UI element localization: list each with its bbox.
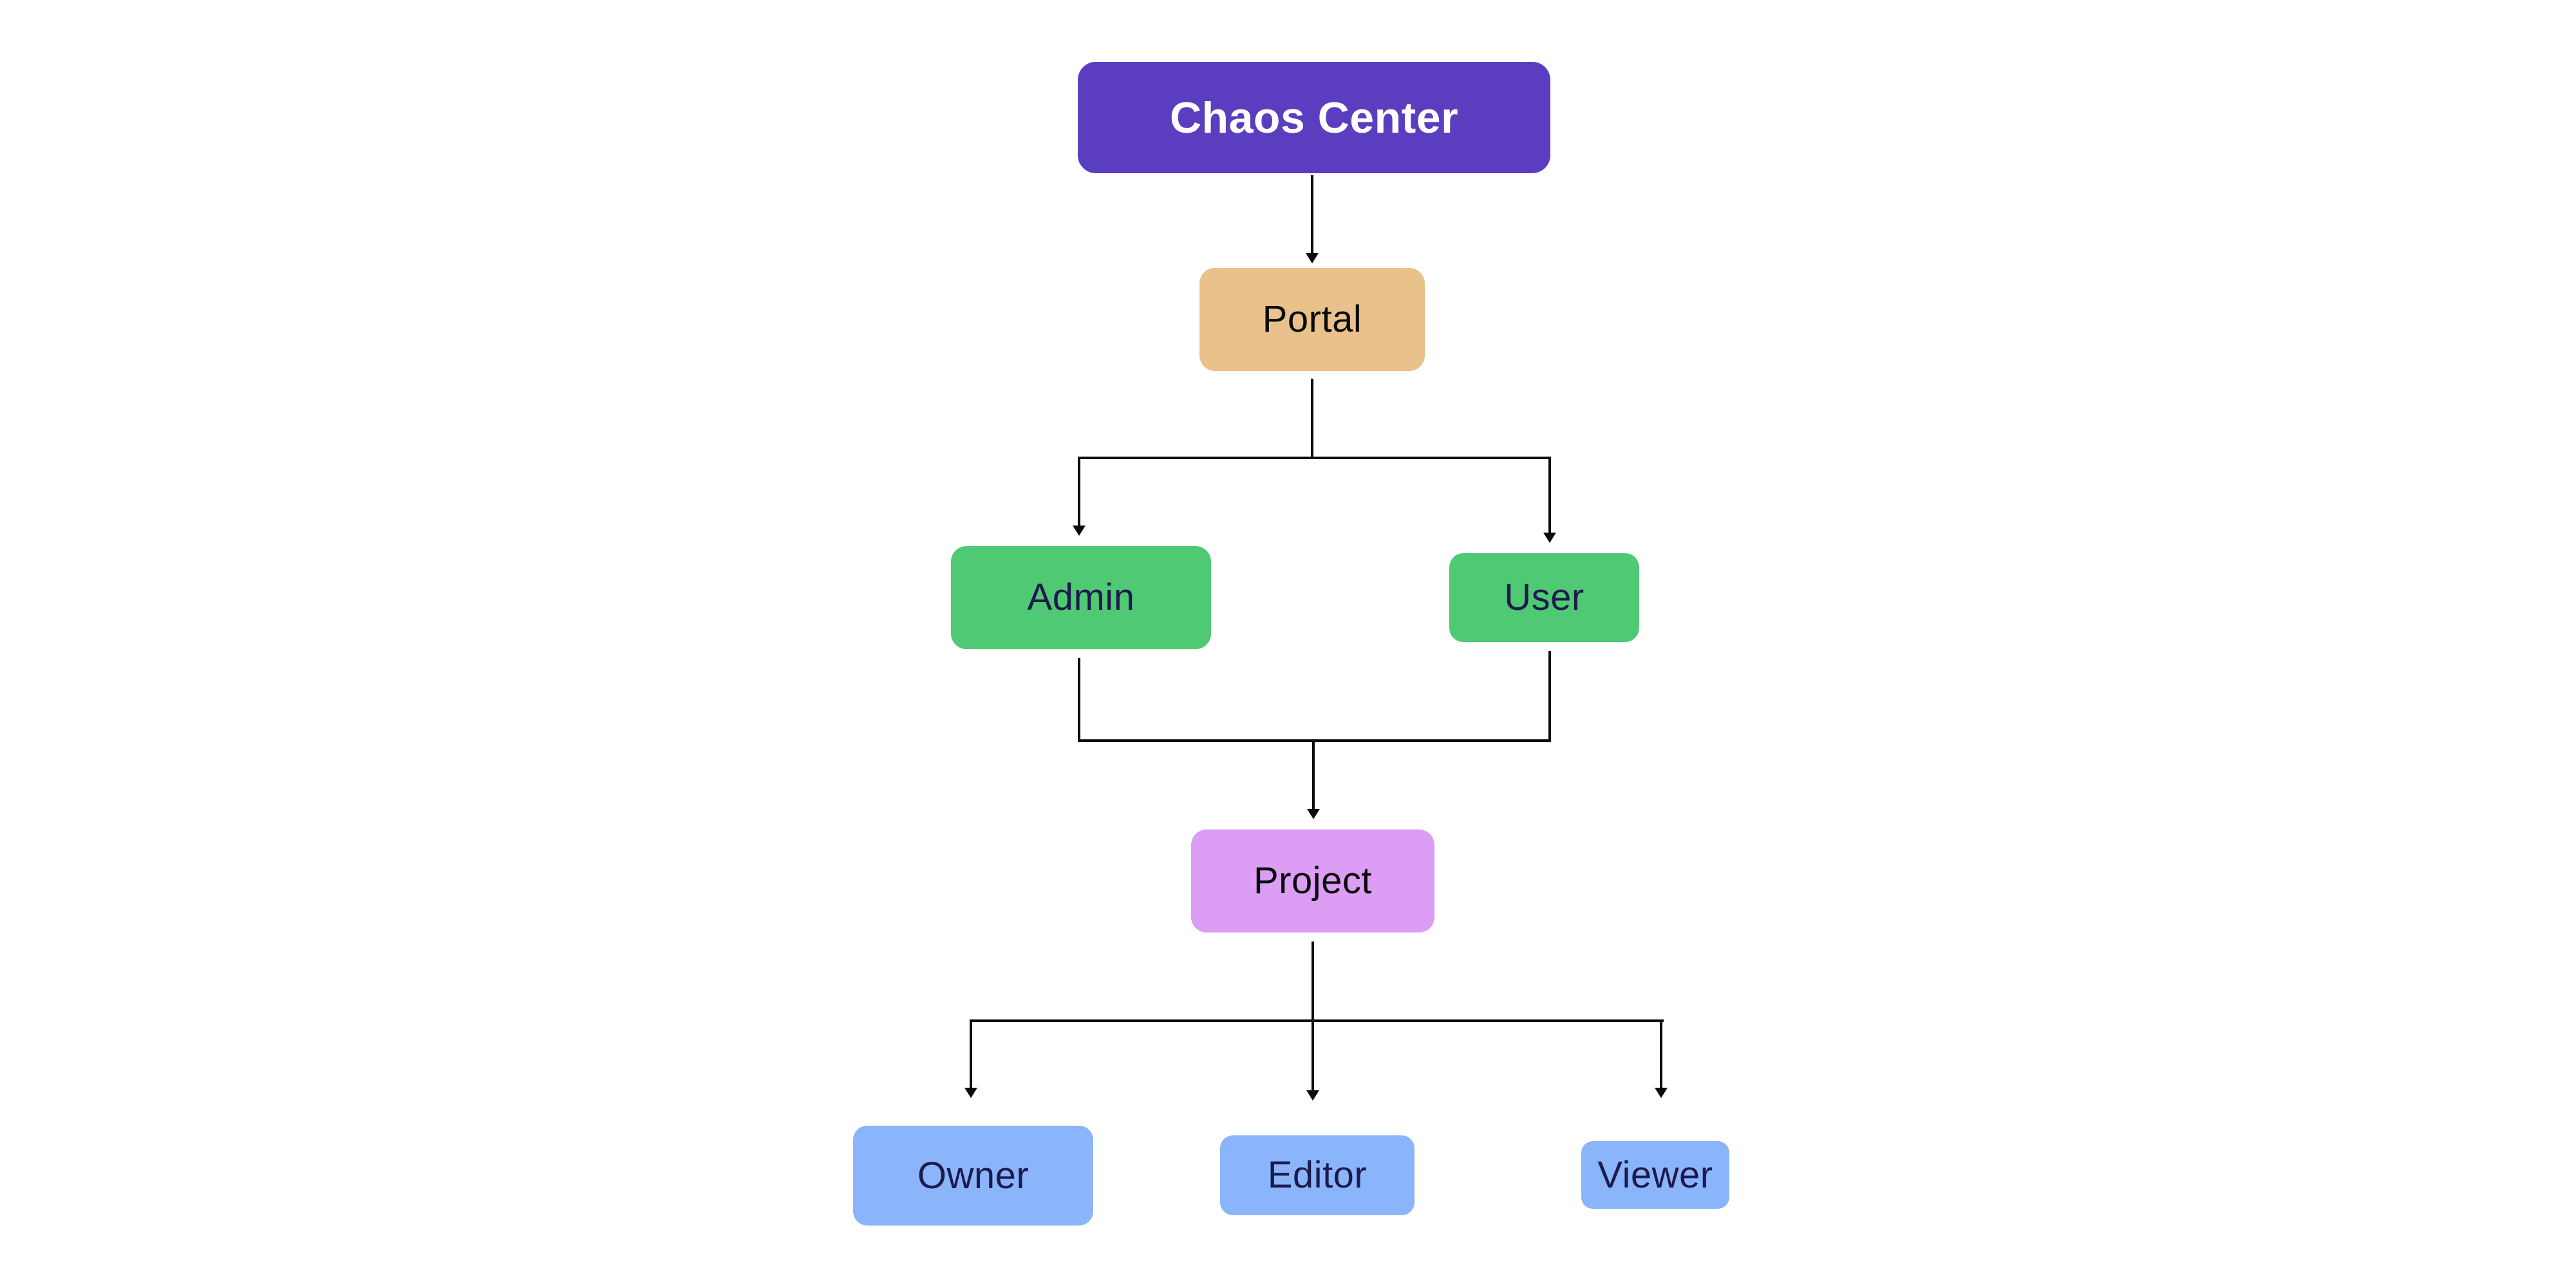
edge-line [1548,651,1551,741]
edge-line [1312,942,1314,1090]
edge-line [1312,739,1315,809]
edge-arrowhead-editor [1306,1090,1319,1101]
node-portal: Portal [1199,268,1425,371]
edge-line [1660,1019,1662,1088]
node-editor: Editor [1220,1135,1415,1215]
edge-line [1548,457,1551,533]
node-viewer: Viewer [1581,1141,1729,1209]
node-chaos-center: Chaos Center [1078,62,1550,173]
edge-line [1078,457,1551,459]
edge-arrowhead-project [1307,809,1320,819]
node-user: User [1449,553,1639,642]
edge-line [970,1019,972,1088]
edge-arrowhead-admin [1073,526,1086,536]
edge-line [1078,658,1080,741]
node-project: Project [1191,829,1434,933]
edge-line [970,1019,1664,1022]
edge-arrowhead-viewer [1655,1088,1668,1098]
edge-arrowhead [1306,253,1319,263]
edge-arrowhead-user [1543,533,1556,543]
edge-line [1311,175,1313,253]
edge-arrowhead-owner [964,1088,977,1098]
edge-line [1078,457,1080,526]
node-owner: Owner [853,1126,1093,1226]
edge-line [1311,379,1313,458]
node-admin: Admin [951,546,1211,649]
